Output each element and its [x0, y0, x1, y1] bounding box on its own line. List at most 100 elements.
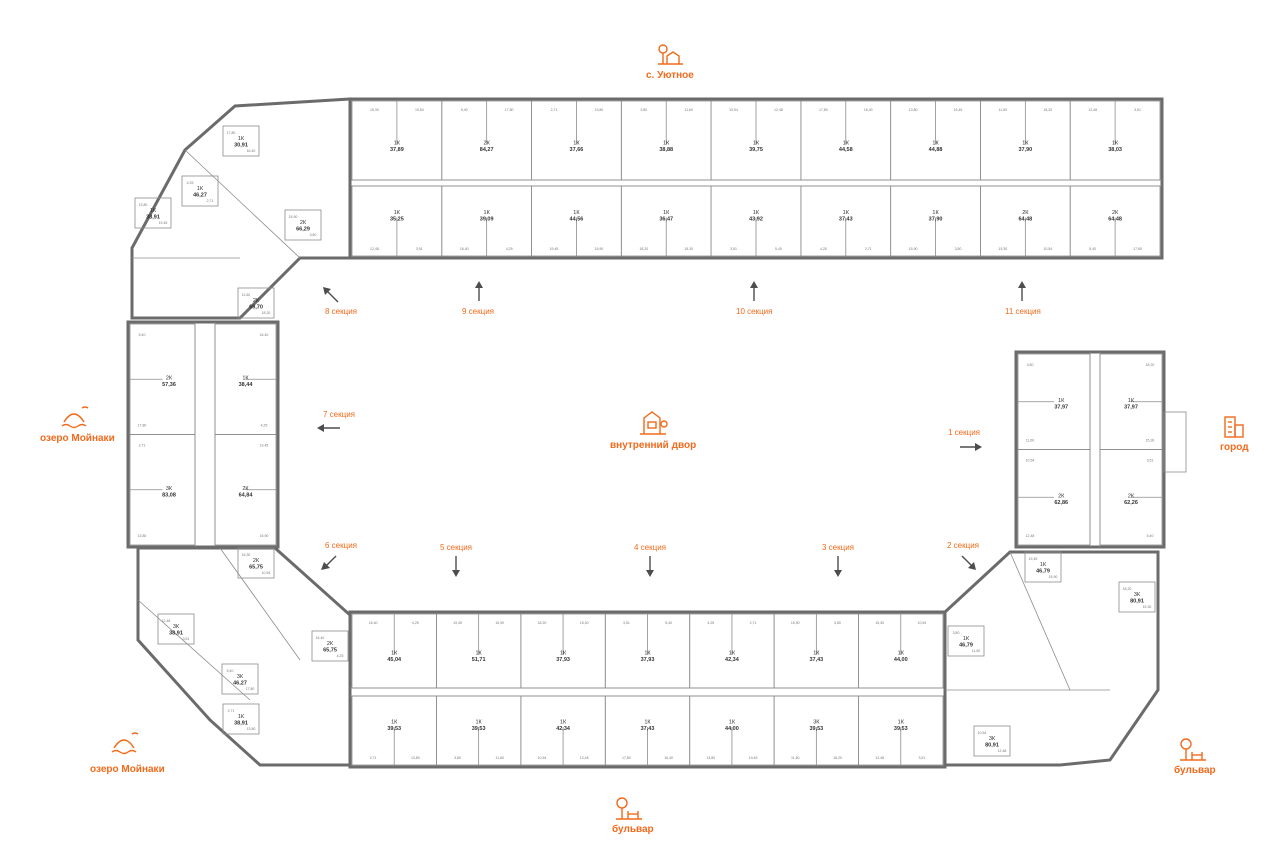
apartment-area: 37,43	[641, 726, 655, 732]
room-area: 10,54	[538, 756, 547, 760]
room-area: 2,71	[207, 199, 214, 203]
room-area: 16,40	[316, 636, 325, 640]
room-area: 5,40	[665, 621, 672, 625]
apartment-type: 2К	[1058, 493, 1065, 499]
section-9: 9 секция	[462, 281, 494, 316]
apartment-area: 83,08	[162, 492, 176, 498]
room-area: 2,71	[750, 621, 757, 625]
section-5: 5 секция	[440, 543, 472, 577]
apartment-type: 1К	[573, 210, 580, 216]
apartment-cell	[221, 663, 259, 695]
city-name: город	[1220, 442, 1249, 453]
room-area: 15,90	[1049, 575, 1058, 579]
apartment-type: 1К	[644, 720, 651, 726]
apartment-area: 39,53	[894, 726, 908, 732]
apartment-type: 1К	[391, 651, 398, 657]
room-area: 11,60	[791, 756, 800, 760]
room-area: 12,48	[774, 108, 783, 112]
room-area: 12,48	[1026, 534, 1035, 538]
room-area: 3,51	[623, 621, 630, 625]
apartment-type: 2К	[242, 486, 249, 492]
room-area: 5,40	[227, 669, 234, 673]
boulevard-right-name: бульвар	[1174, 764, 1216, 776]
lake-bottom-left-name: озеро Мойнаки	[90, 764, 165, 775]
room-area: 3,80	[955, 247, 962, 251]
apartment-area: 46,27	[233, 681, 247, 687]
room-area: 11,60	[1026, 439, 1035, 443]
apartment-area: 84,27	[480, 147, 494, 153]
apartment-type: 1К	[932, 140, 939, 146]
room-area: 15,30	[580, 621, 589, 625]
room-area: 2,71	[228, 709, 235, 713]
apartment-cell	[973, 725, 1011, 757]
section-8-label: 8 секция	[325, 307, 357, 316]
room-area: 11,60	[684, 108, 693, 112]
apartment-area: 37,43	[839, 217, 853, 223]
apartment-type: 1К	[560, 651, 567, 657]
room-area: 18,20	[833, 756, 842, 760]
room-area: 19,45	[453, 621, 462, 625]
section-7: 7 секция	[317, 410, 355, 432]
apartment-area: 37,90	[1018, 147, 1032, 153]
apartment-type: 1К	[663, 210, 670, 216]
room-area: 12,48	[998, 749, 1007, 753]
room-area: 2,71	[370, 756, 377, 760]
room-area: 5,40	[461, 108, 468, 112]
boulevard-icon	[616, 797, 642, 820]
apartment-area: 66,29	[296, 227, 310, 233]
apartment-type: 1К	[843, 210, 850, 216]
apartment-type: 1К	[476, 651, 483, 657]
apartment-type: 3К	[813, 720, 820, 726]
apartment-area: 39,53	[387, 726, 401, 732]
apartment-type: 1К	[729, 720, 736, 726]
apartment-type: 3К	[989, 736, 996, 742]
apartment-area: 46,79	[959, 643, 973, 649]
room-area: 17,80	[819, 108, 828, 112]
room-area: 3,51	[416, 247, 423, 251]
room-area: 10,54	[978, 731, 987, 735]
room-area: 15,90	[495, 621, 504, 625]
section-10-label: 10 секция	[736, 307, 772, 316]
section-6-label: 6 секция	[325, 541, 357, 550]
apartment-area: 38,91	[146, 215, 160, 221]
lake-bottom-left-marker: озеро Мойнаки	[90, 732, 165, 775]
apartment-area: 38,44	[239, 382, 254, 388]
apartment-type: 1К	[150, 208, 157, 214]
apartment-type: 1К	[560, 720, 567, 726]
room-area: 10,54	[1026, 459, 1035, 463]
room-area: 15,90	[260, 534, 269, 538]
apartment-area: 80,91	[1130, 599, 1144, 605]
apartment-cell	[237, 287, 275, 319]
apartment-area: 44,56	[570, 217, 584, 223]
room-area: 16,40	[460, 247, 469, 251]
apartment-area: 37,97	[1054, 404, 1068, 410]
building-corner-bottom-right: 19,4515,901К46,793,8011,601К46,7918,2015…	[943, 550, 1160, 767]
apartment-area: 36,47	[659, 217, 673, 223]
apartment-area: 62,86	[1054, 500, 1068, 506]
apartment-type: 1К	[238, 714, 245, 720]
room-area: 5,40	[139, 333, 146, 337]
room-area: 3,51	[730, 247, 737, 251]
courtyard-icon	[640, 411, 668, 435]
room-area: 13,80	[909, 108, 918, 112]
room-area: 3,80	[454, 756, 461, 760]
apartment-cell	[1118, 581, 1156, 613]
apartment-area: 37,97	[1124, 404, 1138, 410]
room-area: 15,30	[684, 247, 693, 251]
room-area: 3,80	[1027, 363, 1034, 367]
apartment-type: 2К	[327, 641, 334, 647]
apartment-type: 3К	[237, 674, 244, 680]
apartment-area: 30,91	[234, 143, 248, 149]
room-area: 17,80	[505, 108, 514, 112]
apartment-area: 39,53	[809, 726, 823, 732]
section-8: 8 секция	[323, 287, 357, 316]
room-area: 3,80	[310, 233, 317, 237]
apartment-type: 1К	[242, 375, 249, 381]
boulevard-icon	[1180, 738, 1206, 761]
room-area: 2,71	[865, 247, 872, 251]
apartment-area: 42,34	[725, 657, 740, 663]
apartment-type: 2К	[1128, 493, 1135, 499]
apartment-area: 65,75	[249, 565, 263, 571]
